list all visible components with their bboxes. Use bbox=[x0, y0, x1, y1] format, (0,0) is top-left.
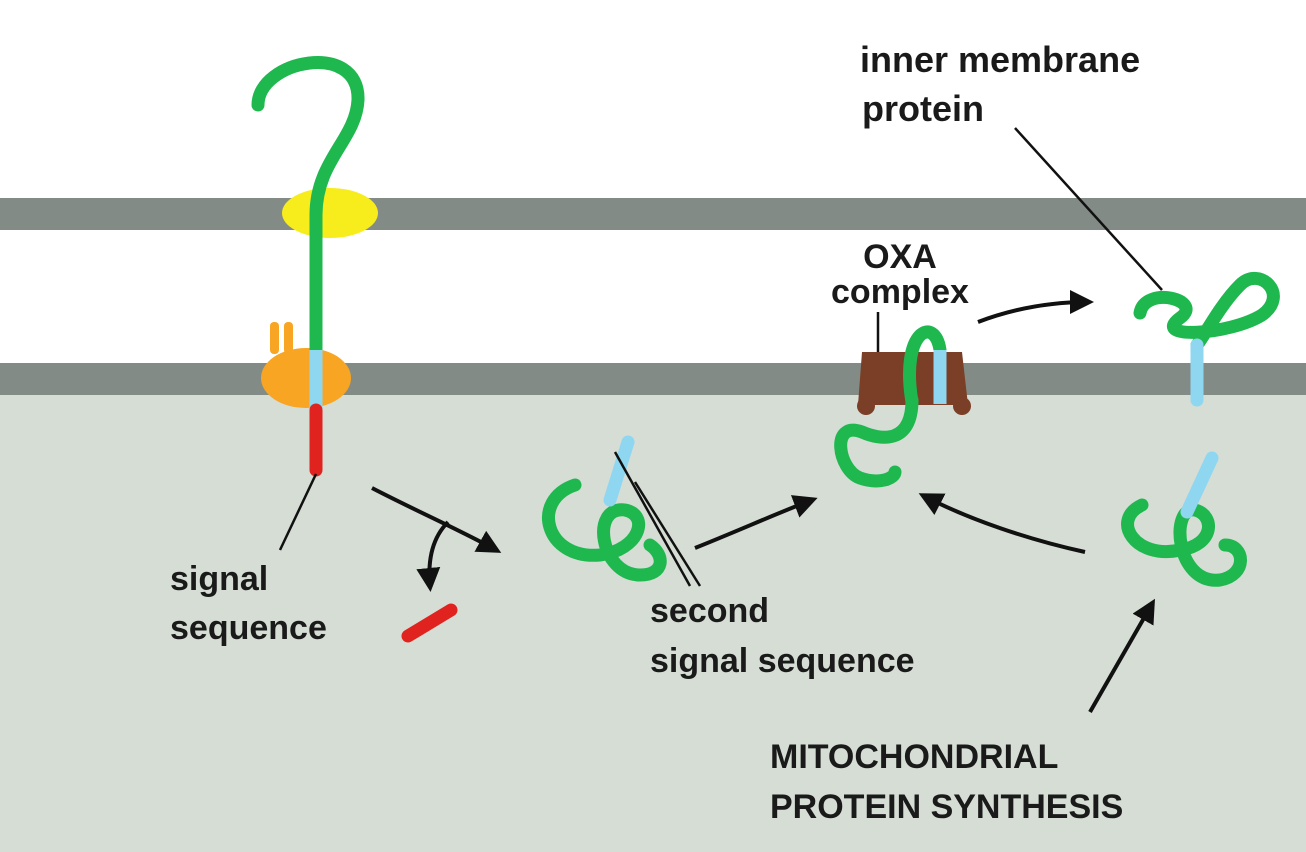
tim-complex bbox=[261, 322, 351, 408]
arrow-synthesis-to-oxa bbox=[918, 493, 1086, 554]
outer-membrane bbox=[0, 198, 1306, 230]
mitochondrial-synthesis-label-line2: PROTEIN SYNTHESIS bbox=[770, 788, 1123, 826]
tom-complex bbox=[282, 188, 378, 238]
second-signal-sequence-label-line2: signal sequence bbox=[650, 642, 915, 680]
arrow-to-oxa bbox=[694, 495, 818, 550]
mitochondrial-synthesis-label-line1: MITOCHONDRIAL bbox=[770, 738, 1058, 776]
arrow-to-cleaved-peptide bbox=[416, 520, 450, 592]
inner-membrane-protein-label-line2: protein bbox=[862, 88, 984, 129]
second-signal-leader-1 bbox=[633, 481, 702, 587]
inner-membrane-protein-leader bbox=[1014, 127, 1163, 291]
signal-sequence-label-line2: sequence bbox=[170, 609, 327, 647]
newly-synthesized-protein bbox=[1121, 451, 1247, 587]
inner-membrane-protein-label-line1: inner membrane bbox=[860, 39, 1140, 80]
inner-membrane bbox=[0, 363, 1306, 395]
cleaved-signal-peptide bbox=[401, 603, 458, 643]
importing-protein bbox=[251, 56, 365, 477]
arrow-oxa-to-membrane-protein bbox=[977, 290, 1094, 324]
second-signal-sequence-label-line1: second bbox=[650, 592, 769, 630]
arrow-synthesis-label bbox=[1088, 598, 1155, 713]
inserting-protein bbox=[834, 325, 947, 488]
arrow-cleavage bbox=[371, 486, 502, 553]
second-signal-leader-2 bbox=[613, 451, 692, 587]
matrix-protein bbox=[542, 435, 667, 582]
oxa-complex-label-line2: complex bbox=[831, 273, 969, 311]
signal-sequence-leader bbox=[278, 473, 318, 551]
matrix-region bbox=[0, 392, 1306, 852]
signal-sequence-label-line1: signal bbox=[170, 560, 268, 598]
oxa-complex-label-line1: OXA bbox=[863, 238, 937, 276]
inserted-inner-membrane-protein bbox=[1133, 272, 1280, 407]
